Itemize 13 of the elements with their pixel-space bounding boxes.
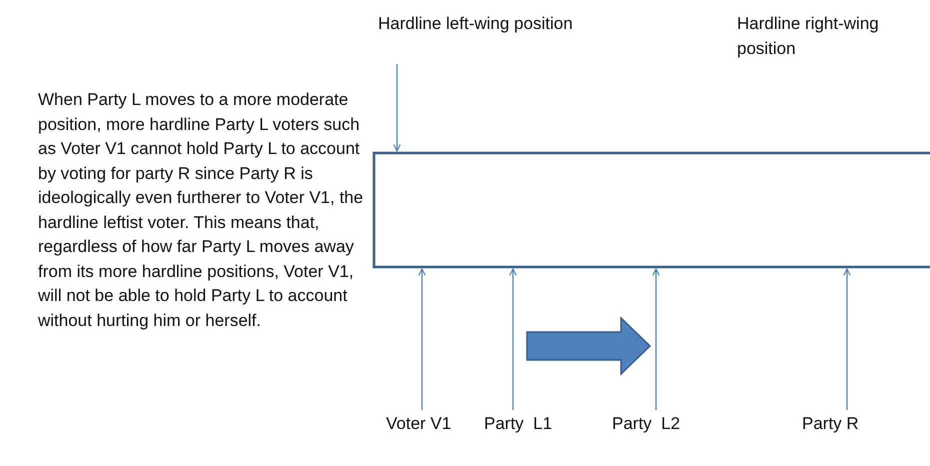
- party-label: Party L1: [484, 412, 574, 436]
- arrow: [418, 268, 426, 410]
- arrow: [393, 64, 401, 152]
- explanation-paragraph: When Party L moves to a more moderate position, more hardline Party L voters such as Voter V1 cannot hold Party L to account by voting for party R since Party R is ideologically even furtherer to Voter V1, the hardline leftist voter. This means that, regardless of how far Party L moves away from its more hardline positions, Voter V1, will not be able to hold Party L to account without hurting him or herself.: [38, 89, 364, 332]
- arrow: [843, 268, 851, 410]
- arrow: [509, 268, 517, 410]
- arrow: [652, 268, 660, 410]
- position-label: Hardline left-wing position: [378, 12, 578, 36]
- position-label: Hardline right-wing position: [737, 13, 880, 60]
- party-label: Party L2: [612, 412, 702, 436]
- voter-label: Voter V1: [386, 412, 466, 436]
- spectrum-bar: [372, 152, 930, 268]
- party-label: Party R: [802, 412, 882, 436]
